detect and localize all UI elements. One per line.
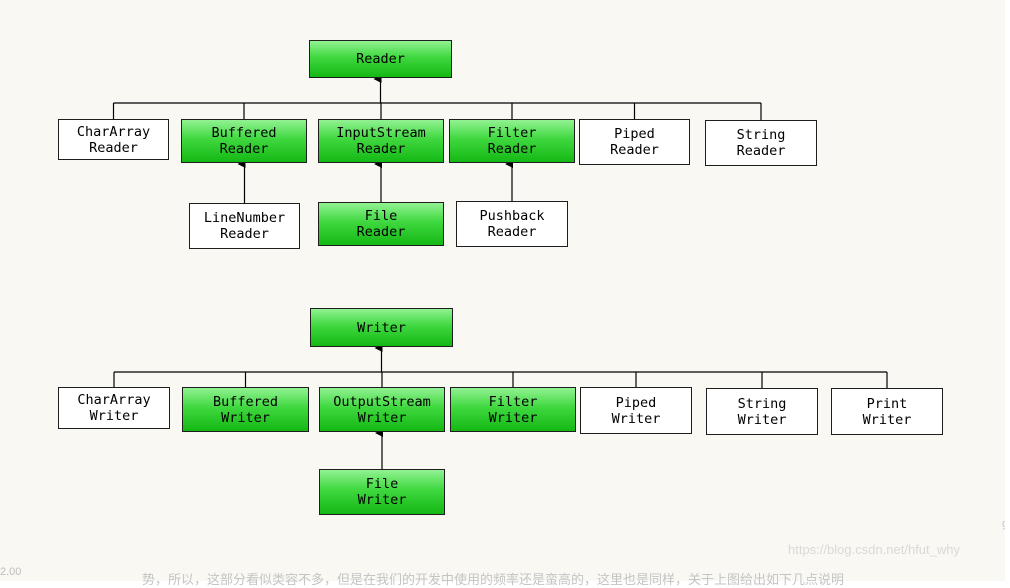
watermark-text: https://blog.csdn.net/hfut_why [788, 542, 960, 557]
class-node-buffered-reader: Buffered Reader [181, 119, 307, 163]
class-node-linenumber-reader: LineNumber Reader [189, 203, 300, 249]
class-node-string-writer: String Writer [706, 388, 818, 435]
class-node-outputstream-writer: OutputStream Writer [319, 387, 445, 432]
class-node-buffered-writer: Buffered Writer [182, 387, 309, 432]
article-text: 势，所以，这部分看似类容不多，但是在我们的开发中使用的频率还是蛮高的，这里也是同… [142, 573, 845, 588]
class-node-pushback-reader: Pushback Reader [456, 201, 568, 247]
class-node-filter-reader: Filter Reader [449, 119, 575, 163]
class-node-print-writer: Print Writer [831, 388, 943, 435]
class-node-chararray-writer: CharArray Writer [58, 387, 170, 429]
class-node-string-reader: String Reader [705, 120, 817, 166]
class-node-chararray-reader: CharArray Reader [58, 119, 169, 160]
class-node-piped-writer: Piped Writer [580, 387, 692, 434]
corner-number: 2.00 [0, 566, 22, 578]
class-node-filter-writer: Filter Writer [450, 387, 576, 432]
right-strip [1005, 0, 1010, 581]
class-node-reader: Reader [309, 40, 452, 78]
class-node-piped-reader: Piped Reader [579, 119, 690, 165]
class-node-inputstream-reader: InputStream Reader [318, 119, 444, 163]
class-node-writer: Writer [310, 308, 453, 347]
class-node-file-reader: File Reader [318, 202, 444, 246]
class-node-file-writer: File Writer [319, 469, 445, 515]
